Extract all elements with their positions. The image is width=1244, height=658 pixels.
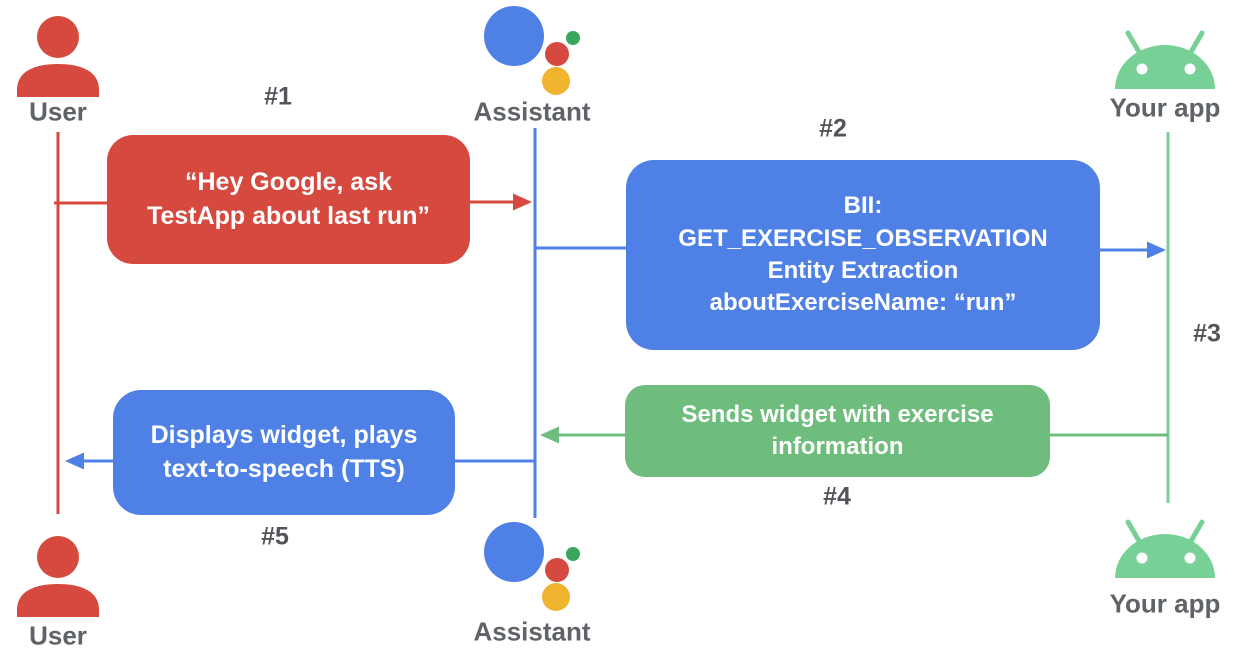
message-box-step1: “Hey Google, ask TestApp about last run” [107, 135, 470, 264]
message-box-step2: BII: GET_EXERCISE_OBSERVATION Entity Ext… [626, 160, 1100, 350]
arrow-step5-assistant-to-user [65, 452, 535, 470]
arrow-step4-app-to-assistant [540, 426, 1168, 444]
step-label-4: #4 [823, 482, 851, 511]
user-icon [17, 16, 99, 97]
android-icon [1115, 519, 1215, 578]
google-assistant-icon [484, 6, 580, 95]
step-label-1: #1 [264, 82, 292, 111]
actor-label-yourapp-top: Your app [1109, 92, 1221, 123]
arrow-step2-assistant-to-app [535, 241, 1166, 259]
user-icon [17, 536, 99, 617]
message-box-step4: Sends widget with exercise information [625, 385, 1050, 477]
actor-label-user-bottom: User [29, 620, 87, 651]
actor-label-user-top: User [29, 96, 87, 127]
google-assistant-icon [484, 522, 580, 611]
step-label-5: #5 [261, 522, 289, 551]
actor-label-yourapp-bottom: Your app [1109, 588, 1221, 619]
actor-label-assistant-bottom: Assistant [473, 616, 591, 647]
step-label-2: #2 [819, 114, 847, 143]
message-box-step5: Displays widget, plays text-to-speech (T… [113, 390, 455, 515]
actor-label-assistant-top: Assistant [473, 96, 591, 127]
android-icon [1115, 30, 1215, 89]
arrow-step1-user-to-assistant [54, 193, 532, 211]
step-label-3: #3 [1193, 319, 1221, 348]
